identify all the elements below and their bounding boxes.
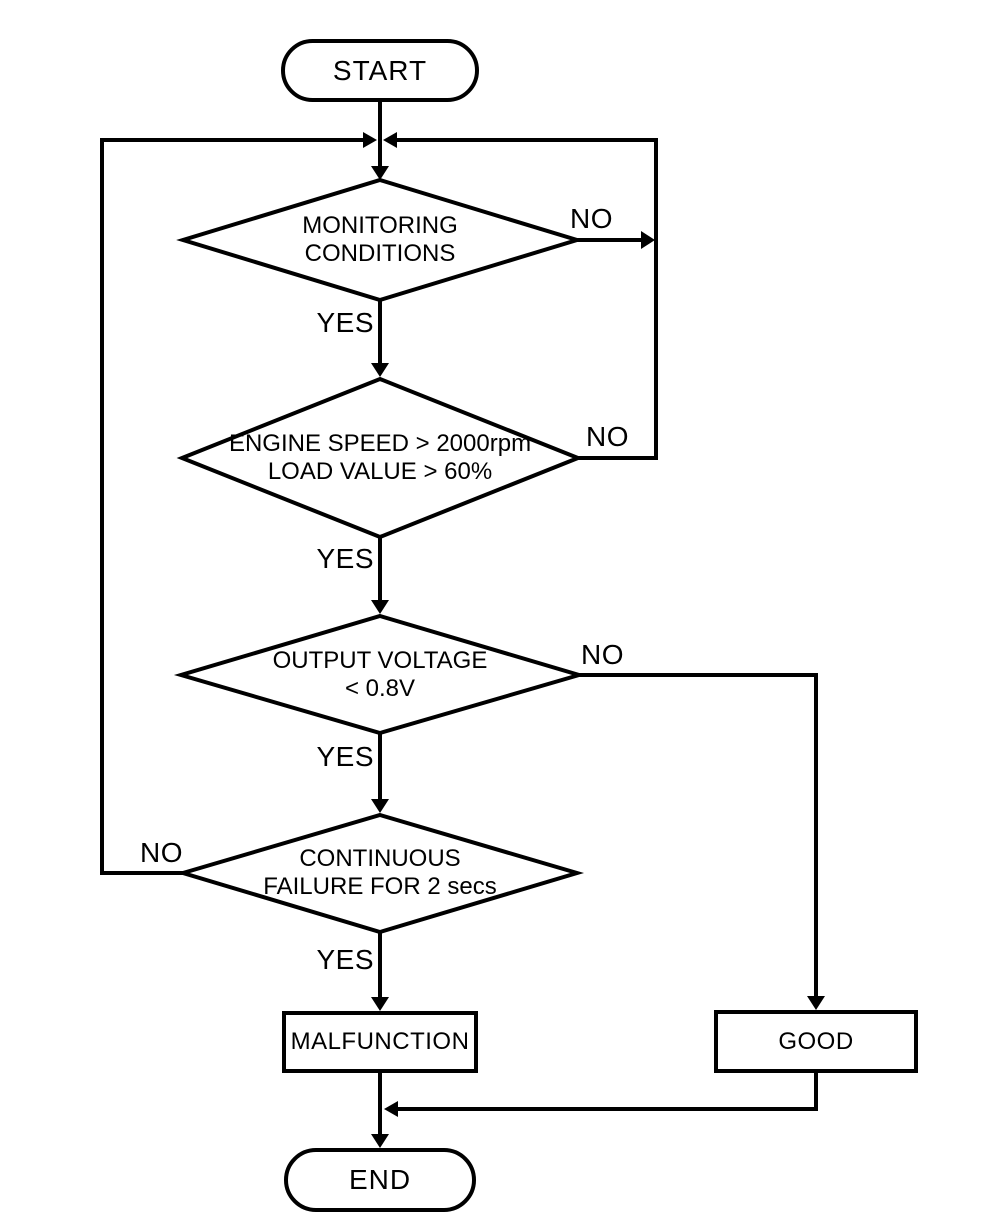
connector-engine-no-loop	[395, 138, 658, 460]
monitoring-node-label: MONITORING CONDITIONS	[183, 212, 577, 268]
edge-label-failure-no: NO	[140, 837, 183, 868]
engine-node-label-line1: ENGINE SPEED > 2000rpm	[228, 430, 532, 457]
arrowhead-into-failure	[371, 799, 389, 813]
end-terminator-shape	[284, 1148, 476, 1212]
connector-failure-no-loop	[100, 138, 365, 875]
arrowhead-loop-right-into-junction	[383, 132, 397, 148]
start-node-label: START	[332, 55, 428, 86]
decision-voltage-shape	[173, 613, 587, 736]
connector-good-to-end	[396, 1071, 818, 1111]
arrowhead-into-end	[371, 1134, 389, 1148]
end-node-label: END	[348, 1164, 412, 1195]
decision-monitoring-shape	[176, 177, 584, 303]
failure-node-label-line2: FAILURE FOR 2 secs	[263, 873, 497, 900]
arrowhead-into-malfunction	[371, 997, 389, 1011]
edge-label-monitoring-no: NO	[570, 203, 613, 234]
edge-label-engine-yes: YES	[316, 543, 374, 574]
malfunction-node-label: MALFUNCTION	[290, 1028, 470, 1055]
voltage-node-label-line2: < 0.8V	[344, 675, 416, 702]
good-node-label: GOOD	[778, 1028, 854, 1055]
failure-node-label: CONTINUOUS FAILURE FOR 2 secs	[183, 845, 577, 901]
monitoring-node-label-line1: MONITORING	[302, 212, 458, 239]
edge-label-failure-yes: YES	[316, 944, 374, 975]
decision-engine-shape	[176, 376, 584, 540]
failure-node-label-line1: CONTINUOUS	[299, 845, 461, 872]
process-good-shape	[714, 1010, 918, 1073]
edge-label-voltage-no: NO	[581, 639, 624, 670]
arrowhead-monitoring-no	[641, 231, 655, 249]
arrowhead-loop-left-into-junction	[363, 132, 377, 148]
arrowhead-good-into-main-line	[384, 1101, 398, 1117]
voltage-node-label-line1: OUTPUT VOLTAGE	[272, 647, 488, 674]
connector-voltage-no-to-good	[579, 673, 818, 998]
engine-node-label: ENGINE SPEED > 2000rpm LOAD VALUE > 60%	[182, 430, 578, 486]
edge-label-voltage-yes: YES	[316, 741, 374, 772]
process-malfunction-shape	[282, 1011, 478, 1073]
voltage-node-label: OUTPUT VOLTAGE < 0.8V	[181, 647, 579, 703]
edge-label-engine-no: NO	[586, 421, 629, 452]
arrowhead-into-good	[807, 996, 825, 1010]
arrowhead-into-voltage	[371, 600, 389, 614]
start-terminator-shape	[281, 39, 479, 102]
edge-label-monitoring-yes: YES	[316, 307, 374, 338]
arrowhead-into-engine	[371, 363, 389, 377]
engine-node-label-line2: LOAD VALUE > 60%	[267, 458, 493, 485]
monitoring-node-label-line2: CONDITIONS	[304, 240, 456, 267]
decision-failure-shape	[175, 812, 585, 935]
arrowhead-into-monitoring	[371, 166, 389, 180]
